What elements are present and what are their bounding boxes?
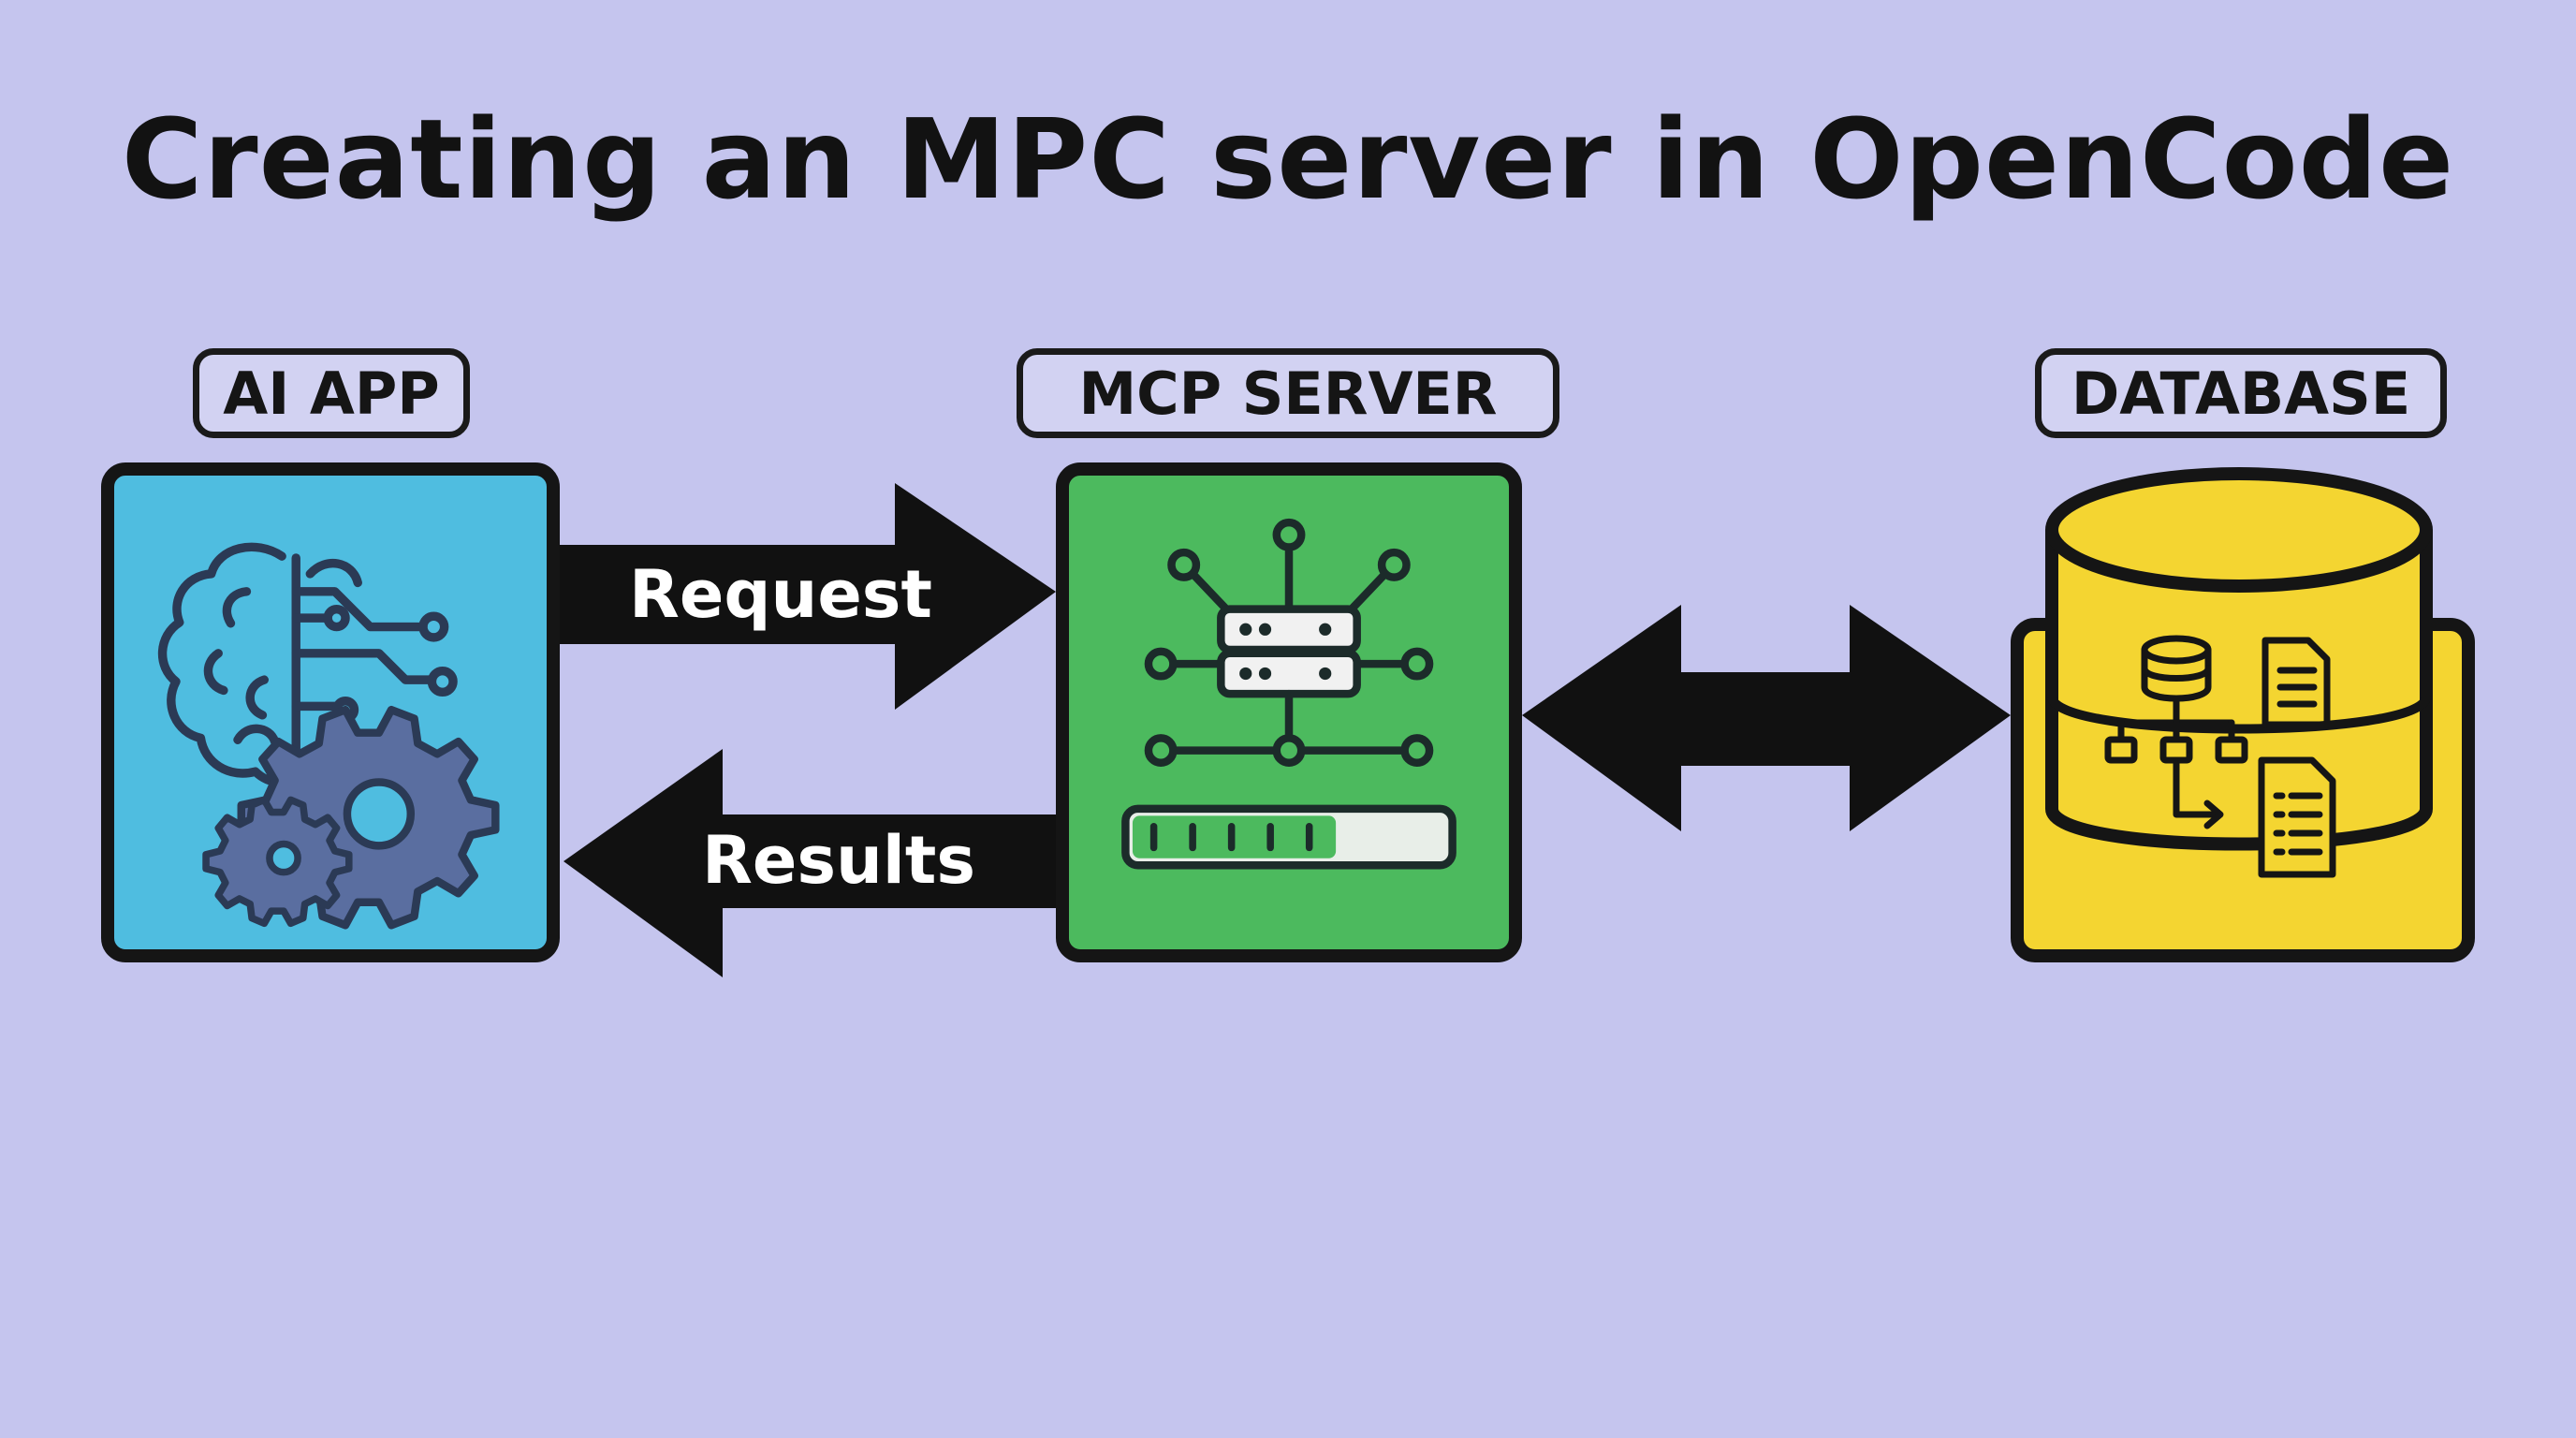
results-arrow — [564, 749, 1056, 977]
request-arrow — [560, 483, 1056, 710]
database-label: DATABASE — [2035, 348, 2447, 438]
request-label: Request — [629, 556, 932, 633]
ai-app-card — [101, 462, 560, 962]
brain-gears-icon — [157, 542, 500, 930]
mcp-server-label: MCP SERVER — [1017, 348, 1559, 438]
progress-bar — [1121, 804, 1456, 870]
page-title: Creating an MPC server in OpenCode — [121, 95, 2455, 224]
results-label: Results — [702, 822, 975, 899]
ai-app-label: AI APP — [193, 348, 470, 438]
database-cylinder-icon — [2045, 467, 2433, 878]
server-network-icon — [1121, 518, 1456, 870]
bidirectional-arrow — [1522, 605, 2011, 831]
mcp-server-card — [1056, 462, 1522, 962]
